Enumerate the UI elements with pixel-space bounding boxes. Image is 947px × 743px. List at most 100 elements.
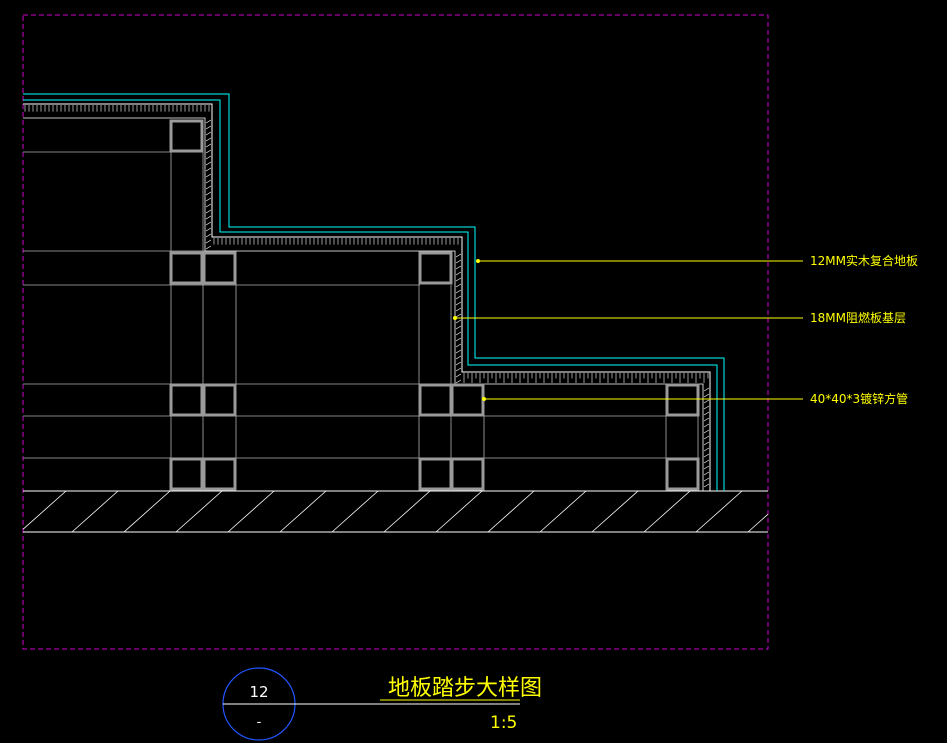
- hatch-tick: [455, 355, 462, 360]
- hatch-tick: [455, 319, 462, 324]
- hatch-tick: [455, 283, 462, 288]
- hatch-tick: [703, 411, 710, 416]
- hatch-tick: [455, 307, 462, 312]
- hatch-tick: [703, 393, 710, 398]
- steel-tube-section: [418, 251, 453, 285]
- steel-tubes: [169, 119, 700, 491]
- hatch-tick: [703, 405, 710, 410]
- hatch-tick: [703, 435, 710, 440]
- hatch-tick: [205, 167, 212, 172]
- reference-lines: [23, 151, 666, 459]
- slab-hatch-line: [71, 490, 119, 533]
- frame-verticals: [170, 150, 699, 491]
- hatch-tick: [455, 367, 462, 372]
- hatch-tick: [703, 459, 710, 464]
- hatch-tick: [205, 203, 212, 208]
- steel-tube-section: [450, 457, 485, 491]
- hatch-tick: [703, 387, 710, 392]
- hatch-tick: [455, 343, 462, 348]
- hatch-tick: [703, 477, 710, 482]
- hatch-tick: [205, 125, 212, 130]
- steel-tube-section: [169, 457, 204, 491]
- hatch-tick: [703, 423, 710, 428]
- viewport-frame: [22, 14, 769, 650]
- slab-hatch-line: [227, 490, 275, 533]
- steel-tube-section: [169, 119, 204, 153]
- hatch-tick: [205, 245, 212, 250]
- steel-tube-section: [418, 383, 453, 417]
- steel-tube-section: [202, 383, 237, 417]
- slab-hatch-line: [123, 490, 171, 533]
- hatch-tick: [455, 331, 462, 336]
- hatch-tick: [205, 233, 212, 238]
- slab-hatch-line: [331, 490, 379, 533]
- hatch-tick: [703, 399, 710, 404]
- callout-steel-tube: 40*40*3镀锌方管: [810, 391, 908, 406]
- leaders: [453, 259, 803, 401]
- hatch-tick: [455, 259, 462, 264]
- slab-hatch-line: [695, 490, 743, 533]
- slab-hatch-line: [435, 490, 483, 533]
- hatch-tick: [205, 173, 212, 178]
- hatch-tick: [205, 179, 212, 184]
- drawing-scale: 1:5: [490, 713, 517, 733]
- title-block: 12 - 地板踏步大样图 1:5: [222, 667, 542, 741]
- floor-finish-layer: [23, 93, 725, 491]
- hatch-tick: [205, 185, 212, 190]
- hatch-tick: [703, 417, 710, 422]
- hatch-tick: [455, 349, 462, 354]
- hatch-tick: [205, 221, 212, 226]
- hatch-tick: [205, 227, 212, 232]
- slab-hatch-line: [487, 490, 535, 533]
- hatch-tick: [703, 429, 710, 434]
- detail-number: 12: [249, 683, 268, 701]
- hatch-tick: [205, 137, 212, 142]
- slab-hatch-line: [747, 513, 769, 533]
- steel-tube-section: [665, 383, 700, 417]
- hatch-tick: [205, 155, 212, 160]
- slab-hatch-line: [279, 490, 327, 533]
- steel-tube-section: [169, 251, 204, 285]
- hatch-tick: [455, 325, 462, 330]
- steel-tube-section: [169, 383, 204, 417]
- slab-hatch-line: [643, 490, 691, 533]
- hatch-tick: [703, 465, 710, 470]
- hatch-tick: [455, 253, 462, 258]
- hatch-tick: [205, 131, 212, 136]
- hatch-tick: [205, 191, 212, 196]
- steel-tube-section: [418, 457, 453, 491]
- hatch-tick: [455, 313, 462, 318]
- callout-floor-finish: 12MM实木复合地板: [810, 253, 918, 268]
- hatch-tick: [455, 373, 462, 378]
- hatch-tick: [205, 161, 212, 166]
- hatch-tick: [455, 295, 462, 300]
- hatch-tick: [455, 277, 462, 282]
- slab-hatch-line: [591, 490, 639, 533]
- hatch-tick: [703, 447, 710, 452]
- hatch-tick: [703, 453, 710, 458]
- hatch-tick: [455, 289, 462, 294]
- hatch-tick: [455, 271, 462, 276]
- steel-tube-section: [450, 383, 485, 417]
- callout-base-layer: 18MM阻燃板基层: [810, 310, 906, 325]
- steel-tube-section: [202, 251, 237, 285]
- hatch-tick: [205, 239, 212, 244]
- hatch-tick: [455, 301, 462, 306]
- steel-tube-section: [665, 457, 700, 491]
- base-layer-band: [23, 103, 711, 491]
- hatch-tick: [455, 337, 462, 342]
- hatch-tick: [703, 471, 710, 476]
- hatch-tick: [455, 265, 462, 270]
- hatch-tick: [703, 441, 710, 446]
- steel-tube-section: [202, 457, 237, 491]
- floor-slab: [22, 490, 769, 533]
- hatch-tick: [205, 197, 212, 202]
- slab-hatch-line: [22, 490, 67, 530]
- hatch-tick: [455, 361, 462, 366]
- hatch-tick: [703, 483, 710, 488]
- slab-hatch-line: [539, 490, 587, 533]
- hatch-tick: [205, 209, 212, 214]
- base-layer-hatch: [24, 105, 710, 488]
- hatch-tick: [205, 215, 212, 220]
